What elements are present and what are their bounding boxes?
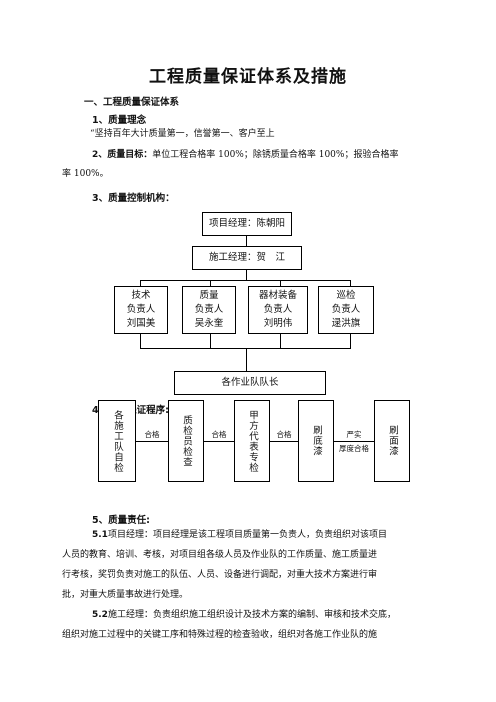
quality-org-heading: 3、质量控制机构：	[92, 193, 175, 204]
org-connector	[350, 280, 351, 286]
org-construction-manager: 施工经理：贺 江	[192, 246, 302, 270]
procedure-step-label: 质检员检查	[181, 414, 192, 468]
org-connector	[140, 280, 350, 281]
org-leader-role: 器材装备	[258, 290, 297, 301]
procedure-connector	[136, 441, 168, 442]
text-line: 批，对重大质量事故进行处理。	[62, 590, 189, 600]
procedure-step-self-check: 各施工队自检	[98, 400, 136, 482]
org-leader-role: 质量	[199, 290, 219, 301]
text-line: 5.2施工经理：负责组织施工组织设计及技术方案的编制、审核和技术交底，	[62, 605, 434, 625]
procedure-connector	[334, 441, 374, 442]
procedure-edge-label: 厚度合格	[339, 444, 369, 453]
org-leader-name: 逯洪旗	[331, 318, 361, 329]
org-leader-role: 巡检	[336, 290, 356, 301]
org-connector	[210, 280, 211, 286]
org-leader-name: 刘国美	[126, 318, 156, 329]
procedure-step-label: 各施工队自检	[112, 409, 123, 473]
org-connector	[210, 334, 211, 348]
clause-number: 5.1	[92, 530, 108, 540]
document-title: 工程质量保证体系及措施	[149, 67, 347, 87]
section-heading: 一、工程质量保证体系	[84, 97, 180, 108]
org-leader-title: 负责人	[194, 304, 224, 315]
quality-goal-line: 2、质量目标：单位工程合格率 100%；除锈质量合格率 100%；报验合格率	[92, 145, 398, 165]
quality-goal-text: 单位工程合格率 100%；除锈质量合格率 100%；报验合格率	[152, 150, 399, 160]
org-connector	[350, 334, 351, 348]
responsibility-heading: 5、质量责任:	[92, 515, 150, 526]
clause-text: 施工经理：负责组织施工组织设计及技术方案的编制、审核和技术交底，	[107, 610, 396, 620]
org-leader-role: 技术	[131, 290, 151, 301]
quality-goal-heading: 2、质量目标：	[92, 150, 153, 160]
procedure-step-label: 刷面漆	[387, 425, 398, 457]
text-line: 组织对施工过程中的关键工序和特殊过程的检查验收，组织对各施工作业队的施	[62, 630, 378, 640]
org-leader-title: 负责人	[126, 304, 156, 315]
responsibility-5-2: 5.2施工经理：负责组织施工组织设计及技术方案的编制、审核和技术交底， 组织对施…	[62, 605, 434, 645]
org-leader-name: 刘明伟	[263, 318, 293, 329]
text-line: 5.1项目经理：项目经理是该工程项目质量第一负责人，负责组织对该项目	[62, 525, 434, 545]
org-connector	[280, 334, 281, 348]
org-leader-name: 吴永奎	[194, 318, 224, 329]
procedure-step-owner-check: 甲方代表专检	[234, 400, 270, 482]
clause-number: 5.2	[92, 610, 108, 620]
org-connector	[280, 280, 281, 286]
org-leader-title: 负责人	[263, 304, 293, 315]
procedure-connector	[204, 441, 234, 442]
clause-text: 项目经理：项目经理是该工程项目质量第一负责人，负责组织对该项目	[107, 530, 387, 540]
procedure-step-primer: 刷底漆	[298, 400, 334, 482]
org-team-leaders: 各作业队队长	[174, 371, 326, 395]
procedure-connector	[270, 441, 298, 442]
text-line: 行考核，奖罚负责对施工的队伍、人员、设备进行调配，对重大技术方案进行审	[62, 570, 378, 580]
org-connector	[140, 334, 141, 348]
procedure-edge-label: 严实	[346, 430, 362, 439]
org-quality-leader: 质量负责人吴永奎	[182, 286, 236, 334]
procedure-step-label: 甲方代表专检	[247, 409, 258, 473]
procedure-edge-label: 合格	[144, 430, 160, 439]
quality-concept-text: “坚持百年大计质量第一，信誉第一、客户至上	[90, 129, 275, 139]
org-project-manager: 项目经理：陈朝阳	[202, 212, 292, 236]
quality-concept-heading: 1、质量理念	[92, 115, 147, 126]
org-equipment-leader: 器材装备负责人刘明伟	[248, 286, 308, 334]
quality-goal-text-cont: 率 100%。	[62, 169, 109, 179]
responsibility-5-1: 5.1项目经理：项目经理是该工程项目质量第一负责人，负责组织对该项目 人员的教育…	[62, 525, 434, 605]
procedure-edge-label: 合格	[211, 430, 227, 439]
org-leader-title: 负责人	[331, 304, 361, 315]
procedure-step-topcoat: 刷面漆	[374, 400, 410, 482]
procedure-edge-label: 合格	[276, 430, 292, 439]
org-connector	[246, 348, 247, 371]
procedure-step-label: 刷底漆	[311, 425, 322, 457]
org-tech-leader: 技术负责人刘国美	[114, 286, 168, 334]
procedure-step-inspector: 质检员检查	[168, 400, 204, 482]
org-connector	[246, 270, 247, 280]
org-connector	[140, 280, 141, 286]
text-line: 人员的教育、培训、考核，对项目组各级人员及作业队的工作质量、施工质量进	[62, 550, 378, 560]
org-connector	[246, 236, 247, 246]
org-inspection-leader: 巡检负责人逯洪旗	[318, 286, 374, 334]
org-connector	[140, 348, 351, 349]
